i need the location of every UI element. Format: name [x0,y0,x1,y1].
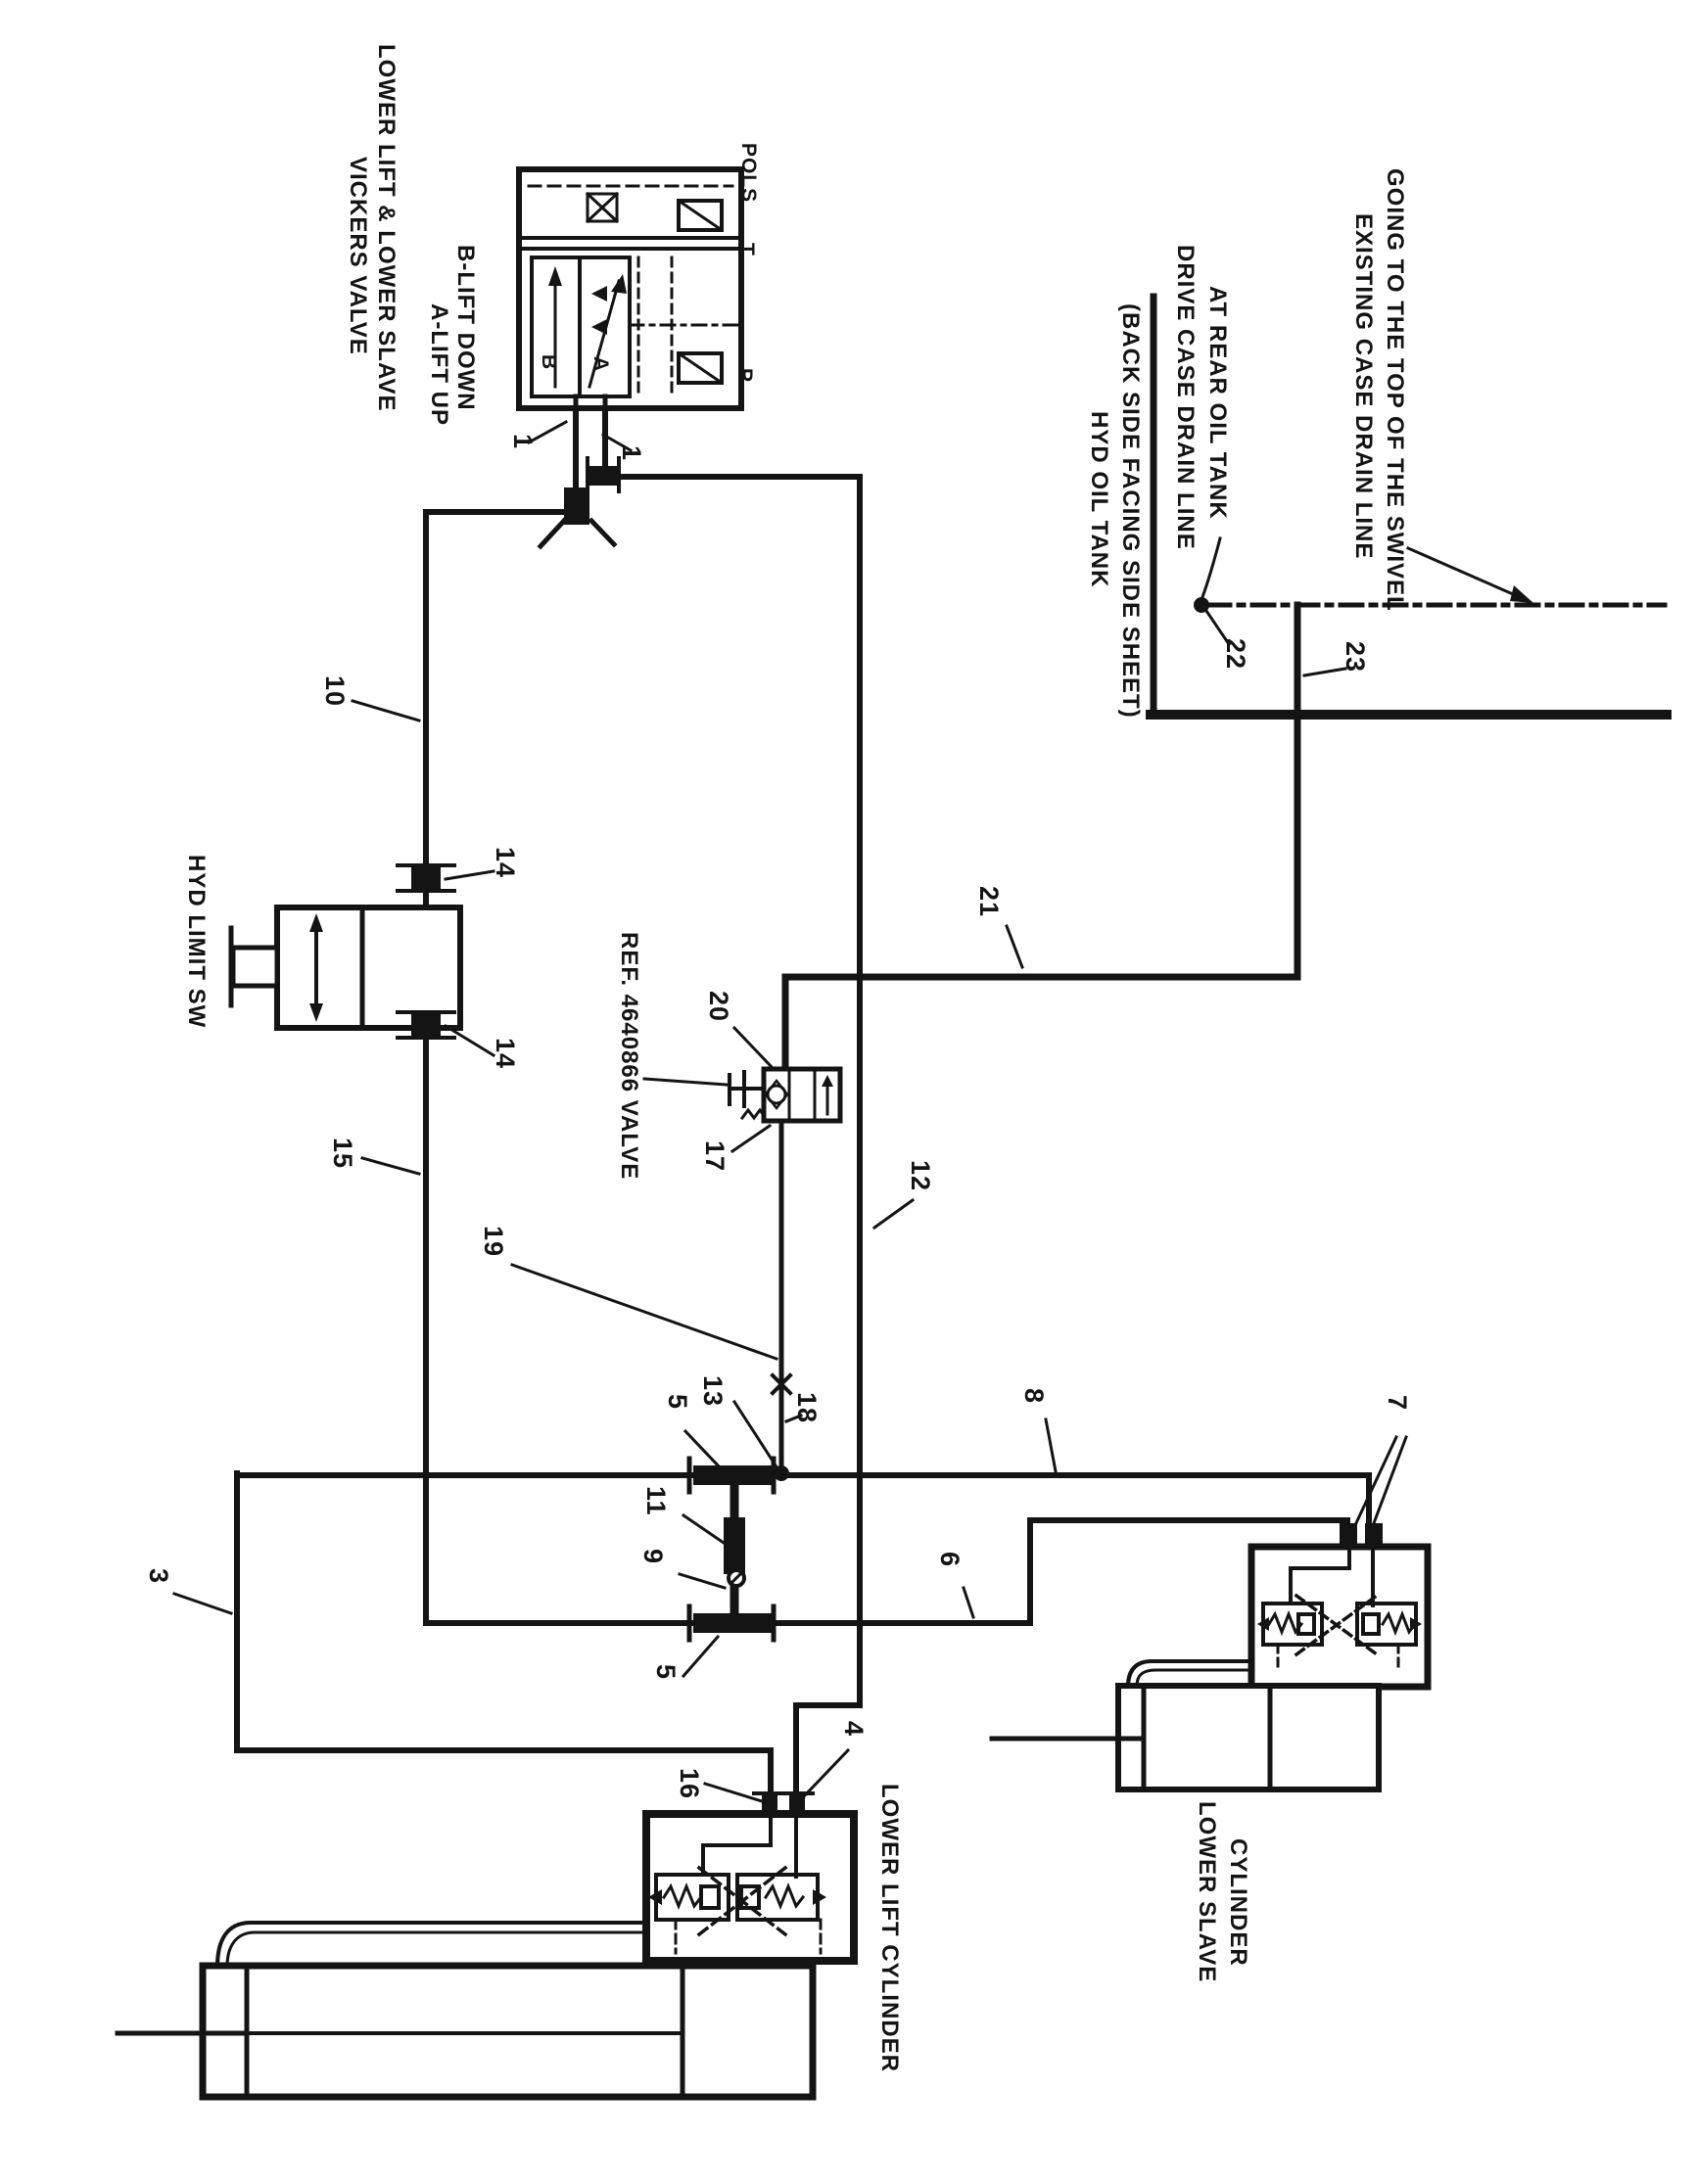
label-lower-lift-cylinder: LOWER LIFT CYLINDER [876,1784,903,2072]
callout-5a: 5 [663,1394,692,1411]
callout-22: 22 [1221,638,1250,671]
callout-11: 11 [641,1486,671,1516]
hose [214,1921,648,1969]
callout-5b: 5 [651,1664,681,1681]
callout-15: 15 [328,1138,357,1170]
callout-18: 18 [792,1392,822,1424]
label-drive-drain-line1: DRIVE CASE DRAIN LINE [1172,245,1199,550]
valve-port-p-label: P [733,368,756,384]
label-hyd-oil-tank-line2: (BACK SIDE FACING SIDE SHEET) [1117,303,1144,719]
label-b-lift-down: B-LIFT DOWN [452,245,479,411]
valve-corner-text: POLS [737,143,760,204]
inline-restrictor-item11 [724,1517,745,1574]
callout-19: 19 [479,1226,508,1258]
solenoid-box-bottom [677,351,724,385]
lower-lift-cylinder-body [115,1921,817,2101]
callout-7: 7 [1383,1395,1412,1412]
label-a-lift-up: A-LIFT UP [426,303,452,426]
valve-port-b-label: B [538,354,560,371]
arrowhead-icon [1510,585,1533,603]
label-existing-drain-line2: GOING TO THE TOP OF THE SWIVEL [1382,168,1408,612]
drain-junction-dot [1194,597,1209,613]
x-mark-item18 [770,1372,793,1396]
callout-9: 9 [638,1549,668,1565]
label-lower-slave-line1: LOWER SLAVE [1194,1801,1220,1983]
callout-10: 10 [320,675,350,708]
callout-13: 13 [698,1375,728,1408]
solenoid-box-top [677,199,724,232]
limit-switch-plunger [230,945,280,989]
callout-20: 20 [704,991,733,1023]
valve-port-fittings [537,456,621,550]
callout-3: 3 [144,1568,173,1585]
case-drain-line [1194,597,1668,613]
label-hyd-limit-sw: HYD LIMIT SW [183,855,210,1029]
label-hyd-oil-tank-line1: HYD OIL TANK [1086,411,1112,588]
hose [1125,1659,1253,1689]
callout-8: 8 [1019,1388,1049,1405]
callout-14b: 14 [491,1038,520,1070]
callout-6: 6 [935,1552,965,1568]
callout-14a: 14 [491,847,520,879]
lower-slave-cylinder-body [989,1659,1382,1792]
label-existing-drain-line1: EXISTING CASE DRAIN LINE [1350,213,1377,560]
callout-16: 16 [675,1768,704,1800]
callout-1b: 1 [617,445,646,462]
label-lower-slave-line2: CYLINDER [1225,1838,1251,1967]
valve-port-t-label: T [735,243,758,256]
header-tee-fittings [686,1456,777,1643]
label-vickers-valve-line2: LOWER LIFT & LOWER SLAVE [373,44,400,412]
slave-cylinder-check-valve-block [1248,1523,1432,1691]
label-vickers-valve-line1: VICKERS VALVE [345,157,371,355]
spring-icon [661,1882,704,1911]
vickers-valve-symbol [516,166,744,414]
callout-12: 12 [906,1160,935,1192]
callout-leader-lines [172,419,1522,1803]
callout-17: 17 [700,1140,730,1173]
label-ref-valve: REF. 4640866 VALVE [616,932,642,1181]
lift-cylinder-check-valve-block [642,1791,858,1965]
spring-icon [763,1882,806,1911]
callout-21: 21 [974,886,1004,918]
hyd-limit-switch-symbol [228,863,463,1040]
ref-4640866-valve-symbol [728,1066,843,1124]
callout-23: 23 [1341,641,1370,674]
label-drive-drain-line2: AT REAR OIL TANK [1204,286,1231,520]
callout-1a: 1 [508,434,538,450]
callout-4: 4 [839,1721,869,1738]
valve-port-a-label: A [589,356,612,373]
hyd-oil-tank-outline [1146,293,1671,720]
